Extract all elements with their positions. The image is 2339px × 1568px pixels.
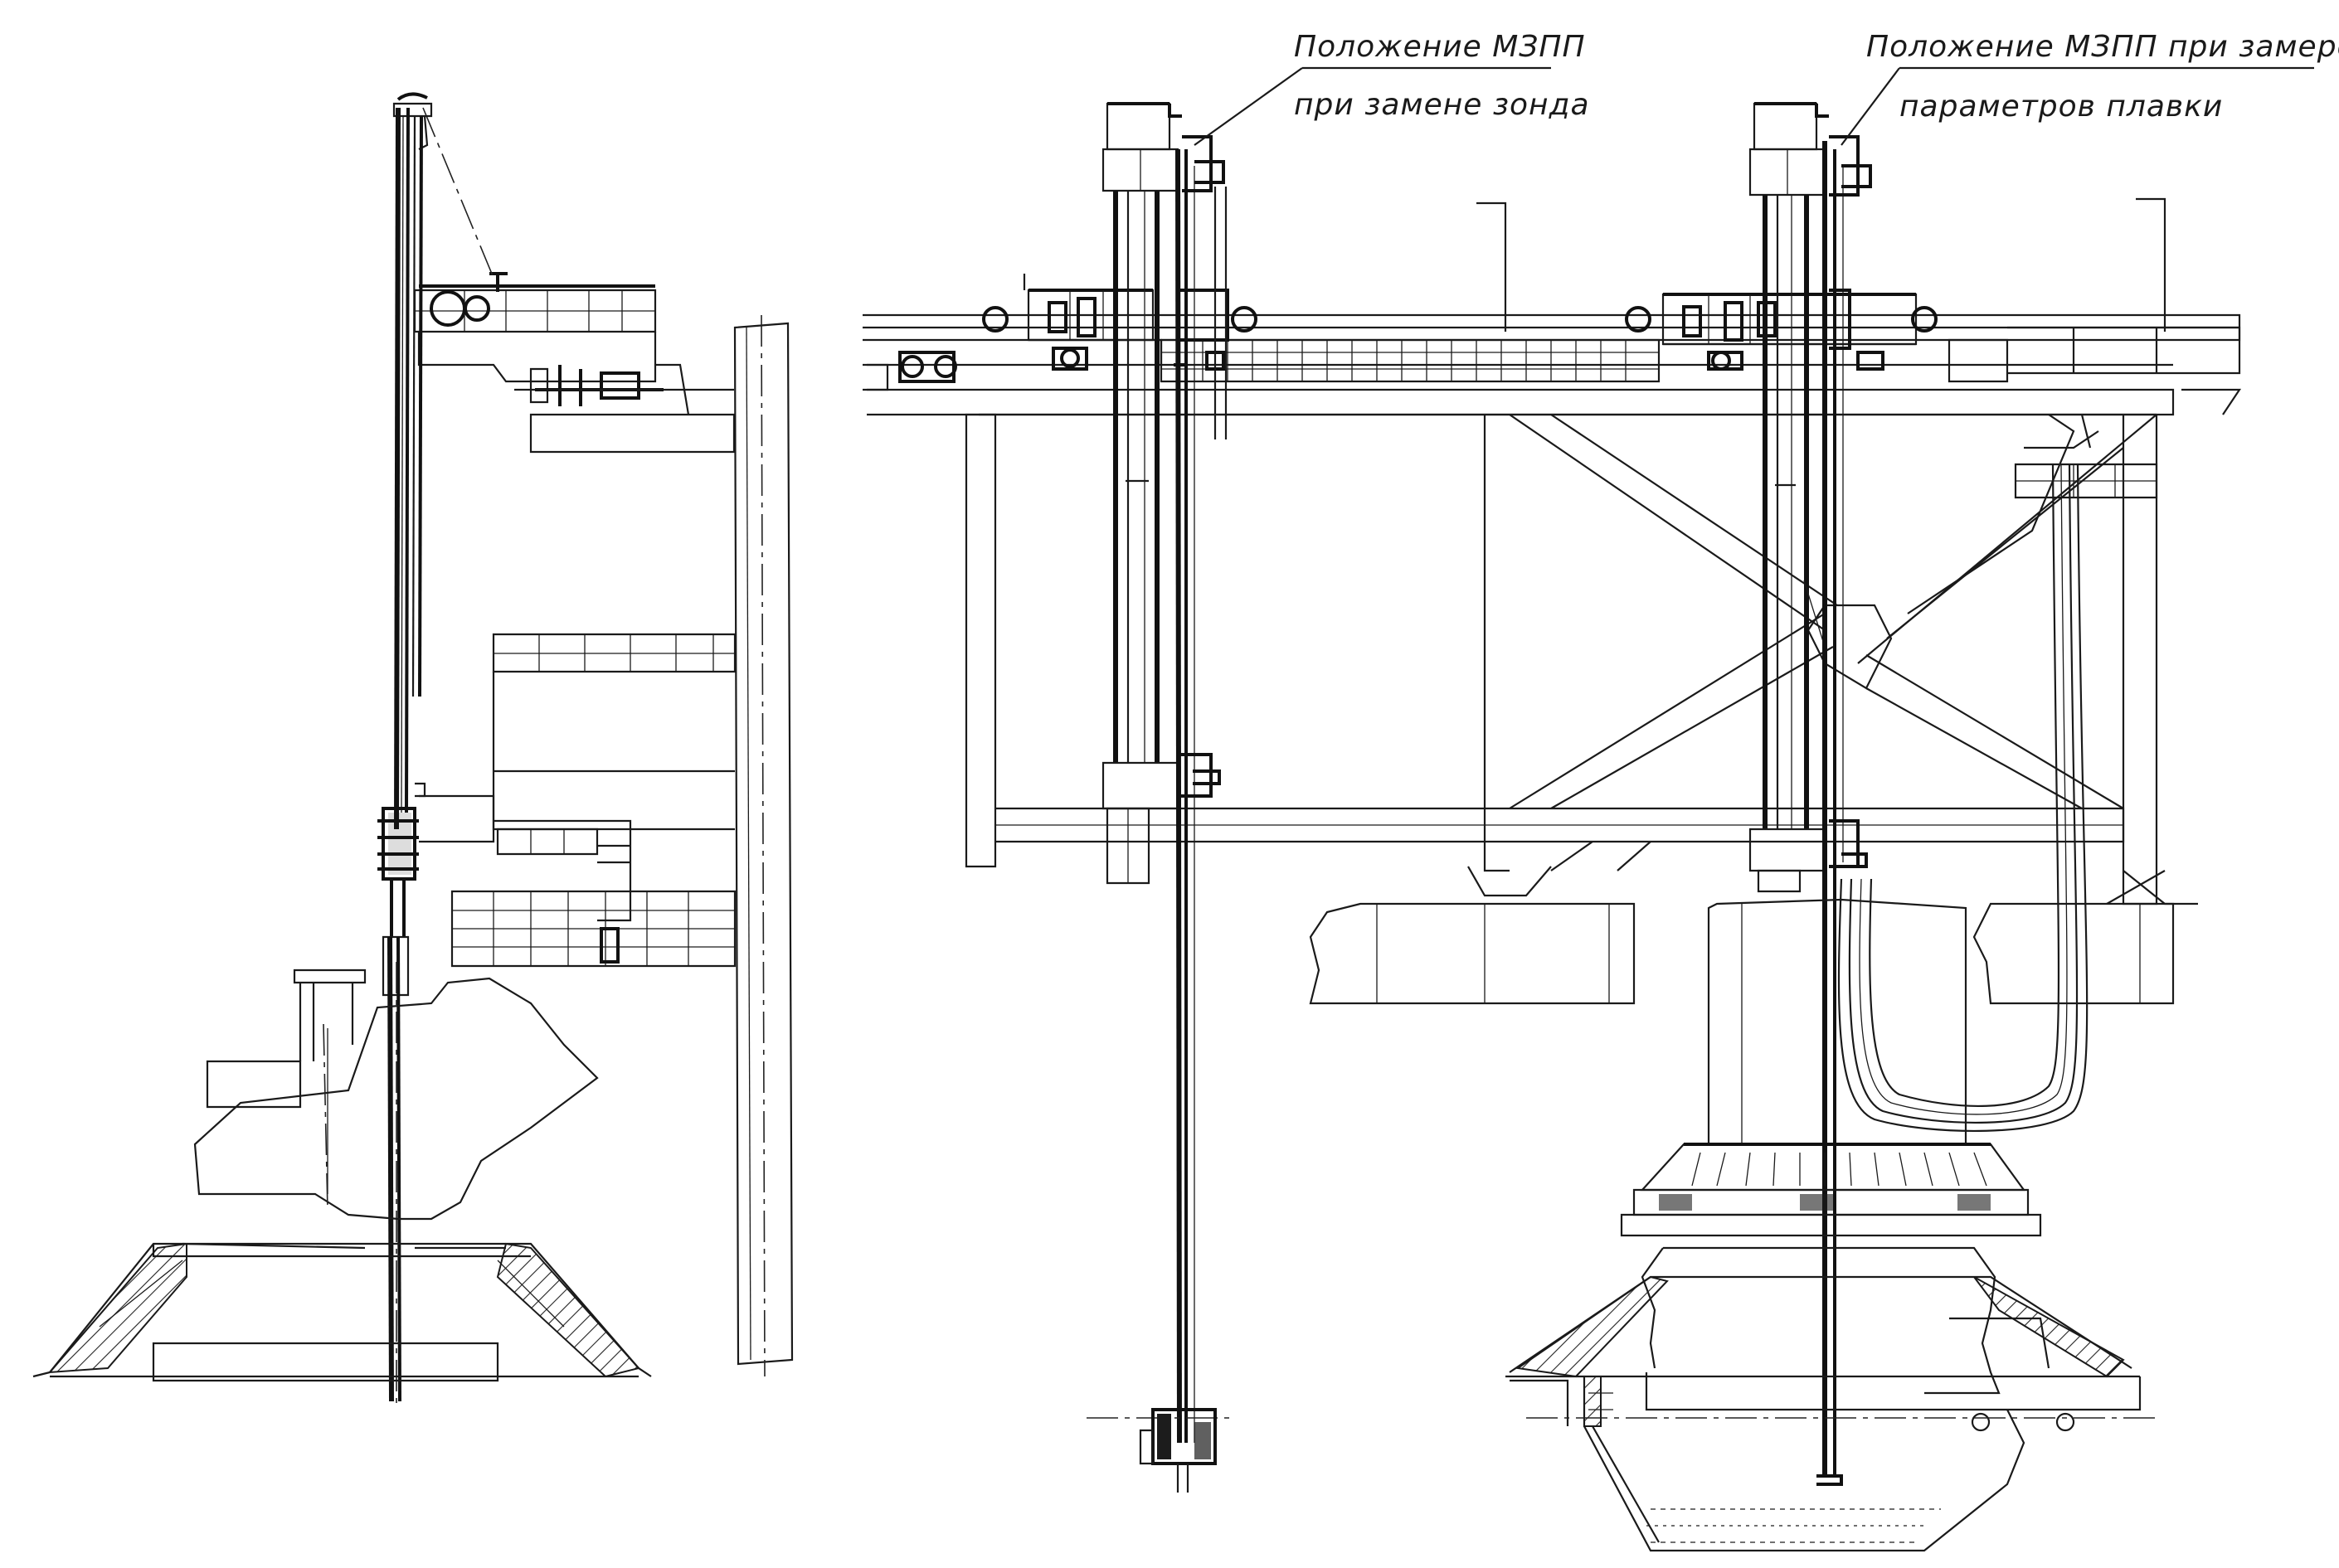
cut-beams-front [1309, 902, 2175, 1005]
annotation-measurement-line1: Положение МЗПП при замере [1866, 30, 2339, 64]
furnace-cone-side [32, 1242, 652, 1382]
annotation-probe-change-line1: Положение МЗПП [1294, 30, 1586, 64]
furnace-body-front [1505, 1246, 2157, 1552]
furnace-column-front [1707, 898, 1967, 1146]
annotation-measurement-line2: параметров плавки [1899, 90, 2223, 124]
annotation-probe-change-line2: при замене зонда [1294, 88, 1590, 122]
side-view [32, 92, 794, 1410]
trolley-right-front [1625, 293, 1938, 371]
mast-side [377, 92, 433, 1410]
charging-ring-front [1620, 1143, 2042, 1237]
building-column-side [733, 314, 794, 1377]
probe-mast-change-position [1087, 102, 1236, 1493]
annotation-measurement: Положение МЗПП при замере параметров пла… [1841, 30, 2339, 146]
building-columns-front [965, 197, 2166, 905]
probe-mast-measure-position [1748, 102, 2158, 1486]
annotation-probe-change: Положение МЗПП при замене зонда [1194, 30, 1590, 146]
charging-hopper-side [193, 968, 599, 1221]
mid-platform-side [419, 633, 737, 968]
front-view [863, 102, 2242, 1552]
upper-platform-side [413, 272, 736, 454]
